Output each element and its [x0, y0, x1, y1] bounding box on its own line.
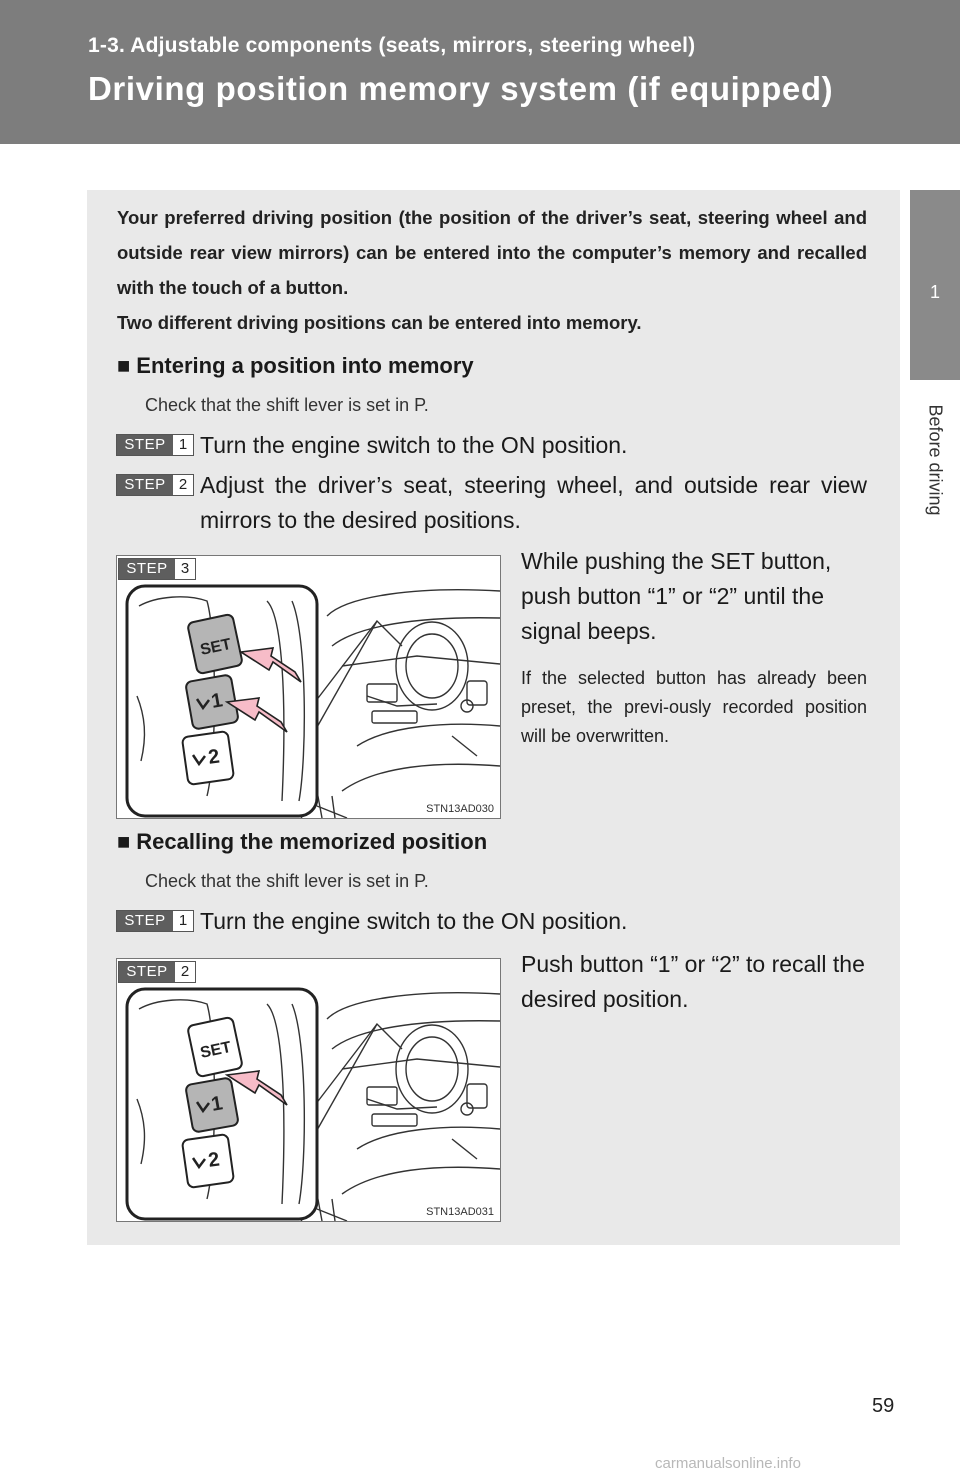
memory-button-set: SET	[187, 1016, 243, 1078]
dashboard-illustration: SET 1 2	[125, 584, 500, 818]
svg-text:2: 2	[207, 1148, 221, 1171]
memory-button-1: 1	[185, 1077, 239, 1133]
page-header: 1-3. Adjustable components (seats, mirro…	[0, 0, 960, 144]
chapter-number: 1	[929, 282, 940, 302]
svg-text:1: 1	[210, 1092, 225, 1116]
subheading-text: Entering a position into memory	[136, 353, 474, 378]
svg-text:2: 2	[207, 745, 221, 768]
step-text: Turn the engine switch to the ON positio…	[200, 432, 628, 458]
page-number: 59	[872, 1395, 895, 1417]
subheading-text: Recalling the memorized position	[136, 829, 488, 854]
set-label: SET	[199, 636, 233, 659]
memory-button-1: 1	[185, 674, 239, 730]
chapter-label: Before driving	[925, 404, 946, 516]
svg-text:1: 1	[210, 689, 225, 713]
svg-text:SET: SET	[199, 1039, 233, 1062]
subheading-recalling: ■Recalling the memorized position	[117, 829, 487, 855]
note-shift-lever: Check that the shift lever is set in P.	[145, 395, 429, 415]
memory-button-2: 2	[181, 730, 235, 786]
chapter-tab: 1	[910, 190, 960, 380]
square-bullet-icon: ■	[117, 353, 131, 378]
figure-code: STN13AD030	[426, 803, 494, 815]
figure-code: STN13AD031	[426, 1206, 494, 1218]
memory-button-set: SET	[187, 613, 243, 675]
press-arrow-icon	[224, 697, 288, 733]
note-shift-lever: Check that the shift lever is set in P.	[145, 871, 429, 891]
intro: Your preferred driving position (the pos…	[117, 200, 867, 340]
dashboard-illustration: SET 1 2	[125, 987, 500, 1221]
step-text: While pushing the SET button, push butto…	[521, 548, 832, 644]
press-arrow-icon	[224, 1070, 288, 1106]
step-text: Adjust the driver’s seat, steering wheel…	[200, 472, 867, 533]
step-note: If the selected button has already been …	[521, 668, 867, 746]
square-bullet-icon: ■	[117, 829, 131, 854]
subheading-entering: ■Entering a position into memory	[117, 353, 474, 379]
press-arrow-icon	[238, 647, 302, 683]
intro-paragraph: Your preferred driving position (the pos…	[117, 207, 867, 298]
memory-button-2: 2	[181, 1133, 235, 1189]
step-text: Turn the engine switch to the ON positio…	[200, 908, 628, 934]
footer-watermark: carmanualsonline.info	[655, 1455, 801, 1472]
intro-paragraph: Two different driving positions can be e…	[117, 312, 642, 333]
step-text: Push button “1” or “2” to recall the des…	[521, 951, 865, 1012]
section-heading: 1-3. Adjustable components (seats, mirro…	[88, 34, 696, 57]
page-title: Driving position memory system (if equip…	[88, 70, 834, 107]
